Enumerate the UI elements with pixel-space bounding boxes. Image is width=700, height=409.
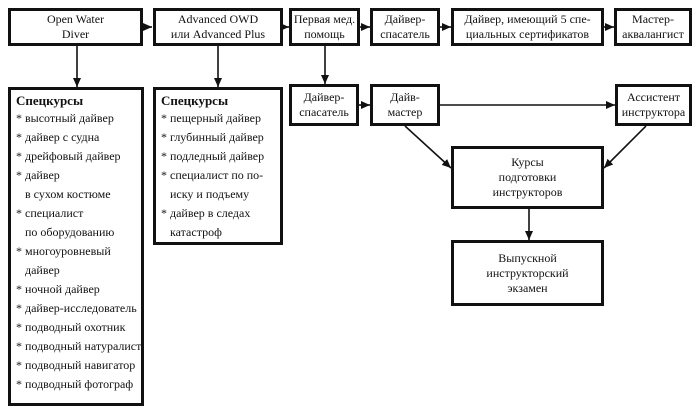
specialty-item: *дайвер с судна [16, 128, 137, 147]
node-divemaster: Дайв- мастер [370, 84, 440, 126]
specialty-list-title: Спецкурсы [16, 93, 84, 108]
specialty-item-text: ночной дайвер [25, 282, 100, 296]
specialty-item-text: подводный фотограф [25, 377, 134, 391]
specialty-item-text: дрейфовый дайвер [25, 149, 121, 163]
bullet-star: * [16, 149, 22, 163]
specialty-item: *дайвер в следах [161, 204, 276, 223]
specialty-item-text: высотный дайвер [25, 111, 114, 125]
specialty-item-continuation: по оборудованию [25, 225, 115, 239]
specialty-item-text: глубинный дайвер [170, 130, 264, 144]
bullet-star: * [161, 206, 167, 220]
specialty-item: *подледный дайвер [161, 147, 276, 166]
bullet-star: * [161, 149, 167, 163]
specialty-item-text: пещерный дайвер [170, 111, 261, 125]
node-rescue-diver: Дайвер- спасатель [289, 84, 359, 126]
specialty-item: *многоуровневый [16, 242, 137, 261]
specialty-item-continuation: катастроф [170, 225, 222, 239]
bullet-star: * [16, 130, 22, 144]
specialty-item: *специалист [16, 204, 137, 223]
specialty-items: *высотный дайвер*дайвер с судна*дрейфовы… [16, 109, 141, 394]
specialty-items: *пещерный дайвер*глубинный дайвер*подлед… [161, 109, 276, 242]
specialty-item: *высотный дайвер [16, 109, 137, 128]
specialty-item: *специалист по по- [161, 166, 276, 185]
specialty-item: *подводный натуралист [16, 337, 141, 356]
specialty-list-advanced: Спецкурсы *пещерный дайвер*глубинный дай… [153, 87, 283, 245]
node-rescue-diver-top: Дайвер- спасатель [370, 8, 440, 46]
specialty-item-text: дайвер-исследователь [25, 301, 137, 315]
bullet-star: * [16, 301, 22, 315]
arrow-divemaster-to-idc [404, 125, 452, 169]
bullet-star: * [16, 244, 22, 258]
specialty-item-continuation: в сухом костюме [25, 187, 111, 201]
node-master-scuba-diver: Мастер- аквалангист [614, 8, 692, 46]
bullet-star: * [16, 377, 22, 391]
specialty-item-text: подводный навигатор [25, 358, 136, 372]
specialty-item-text: многоуровневый [25, 244, 111, 258]
specialty-item: *подводный охотник [16, 318, 137, 337]
node-assistant-instructor: Ассистент инструктора [615, 84, 692, 126]
bullet-star: * [16, 320, 22, 334]
node-first-aid: Первая мед. помощь [289, 8, 360, 46]
specialty-item: *подводный навигатор [16, 356, 137, 375]
bullet-star: * [16, 339, 22, 353]
specialty-item-continuation: дайвер [25, 263, 60, 277]
bullet-star: * [16, 358, 22, 372]
specialty-item: *дайвер-исследователь [16, 299, 137, 318]
specialty-item: *пещерный дайвер [161, 109, 276, 128]
bullet-star: * [16, 168, 22, 182]
bullet-star: * [16, 282, 22, 296]
specialty-list-open-water: Спецкурсы *высотный дайвер*дайвер с судн… [8, 87, 144, 406]
specialty-item: *дрейфовый дайвер [16, 147, 137, 166]
bullet-star: * [161, 168, 167, 182]
specialty-item-text: дайвер с судна [25, 130, 100, 144]
specialty-item-text: подводный охотник [25, 320, 126, 334]
specialty-item-text: подводный натуралист [25, 339, 142, 353]
specialty-item: *глубинный дайвер [161, 128, 276, 147]
specialty-item-text: специалист [25, 206, 84, 220]
bullet-star: * [16, 111, 22, 125]
specialty-item: *подводный фотограф [16, 375, 137, 394]
node-five-specialty-diver: Дайвер, имеющий 5 спе- циальных сертифик… [451, 8, 604, 46]
specialty-item-text: специалист по по- [170, 168, 264, 182]
specialty-item-text: подледный дайвер [170, 149, 265, 163]
node-advanced-owd: Advanced OWD или Advanced Plus [153, 8, 283, 46]
bullet-star: * [161, 111, 167, 125]
bullet-star: * [16, 206, 22, 220]
specialty-item-text: дайвер в следах [170, 206, 251, 220]
bullet-star: * [161, 130, 167, 144]
node-instructor-development-course: Курсы подготовки инструкторов [451, 146, 604, 209]
node-instructor-exam: Выпускной инструкторский экзамен [451, 240, 604, 306]
specialty-item: *дайвер [16, 166, 137, 185]
node-open-water-diver: Open Water Diver [8, 8, 143, 46]
arrow-assistant-to-idc [603, 125, 647, 169]
specialty-item: *ночной дайвер [16, 280, 137, 299]
specialty-item-text: дайвер [25, 168, 60, 182]
specialty-item-continuation: иску и подъему [170, 187, 250, 201]
specialty-list-title: Спецкурсы [161, 93, 229, 108]
